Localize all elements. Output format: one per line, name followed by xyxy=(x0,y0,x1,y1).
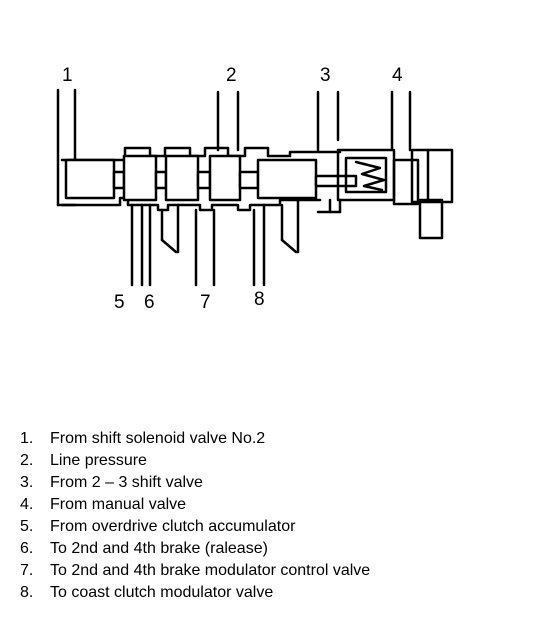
valve-drawing xyxy=(56,88,454,287)
legend-item: 2. Line pressure xyxy=(20,450,370,472)
legend-text: To 2nd and 4th brake modulator control v… xyxy=(50,562,371,579)
legend-text: Line pressure xyxy=(50,452,147,469)
valve-spool xyxy=(64,154,358,202)
callout-1: 1 xyxy=(62,65,73,86)
legend-number: 6. xyxy=(20,540,34,557)
callout-5: 5 xyxy=(114,292,125,313)
legend-item: 7. To 2nd and 4th brake modulator control… xyxy=(20,560,370,582)
callout-4: 4 xyxy=(392,65,403,86)
callout-7: 7 xyxy=(200,292,211,313)
callout-8: 8 xyxy=(254,289,265,310)
legend-item: 5. From overdrive clutch accumulator xyxy=(20,516,370,538)
legend-text: To coast clutch modulator valve xyxy=(50,584,274,601)
legend-text: From overdrive clutch accumulator xyxy=(50,518,296,535)
legend-item: 4. From manual valve xyxy=(20,494,370,516)
legend-number: 1. xyxy=(20,430,34,447)
legend-number: 7. xyxy=(20,562,34,579)
legend-number: 5. xyxy=(20,518,34,535)
port-4-passage xyxy=(390,90,412,152)
legend-number: 4. xyxy=(20,496,34,513)
legend-item: 3. From 2 – 3 shift valve xyxy=(20,472,370,494)
legend-number: 2. xyxy=(20,452,34,469)
callout-6: 6 xyxy=(144,292,155,313)
plunger-housing xyxy=(316,148,454,240)
legend-text: To 2nd and 4th brake (ralease) xyxy=(50,540,268,557)
valve-diagram: 1 2 3 4 5 6 7 8 xyxy=(56,65,454,313)
lower-passages xyxy=(130,198,300,287)
legend-item: 8. To coast clutch modulator valve xyxy=(20,582,370,604)
port-2-passage xyxy=(216,90,240,152)
legend-item: 6. To 2nd and 4th brake (ralease) xyxy=(20,538,370,560)
legend-list: 1. From shift solenoid valve No.2 2. Line … xyxy=(20,428,370,604)
legend-number: 3. xyxy=(20,474,34,491)
legend-text: From 2 – 3 shift valve xyxy=(50,474,203,491)
port-3-passage xyxy=(316,90,340,152)
legend-text: From manual valve xyxy=(50,496,187,513)
legend-item: 1. From shift solenoid valve No.2 xyxy=(20,428,370,450)
callout-3: 3 xyxy=(320,65,331,86)
legend-text: From shift solenoid valve No.2 xyxy=(50,430,266,447)
legend-number: 8. xyxy=(20,584,34,601)
callout-2: 2 xyxy=(226,65,237,86)
